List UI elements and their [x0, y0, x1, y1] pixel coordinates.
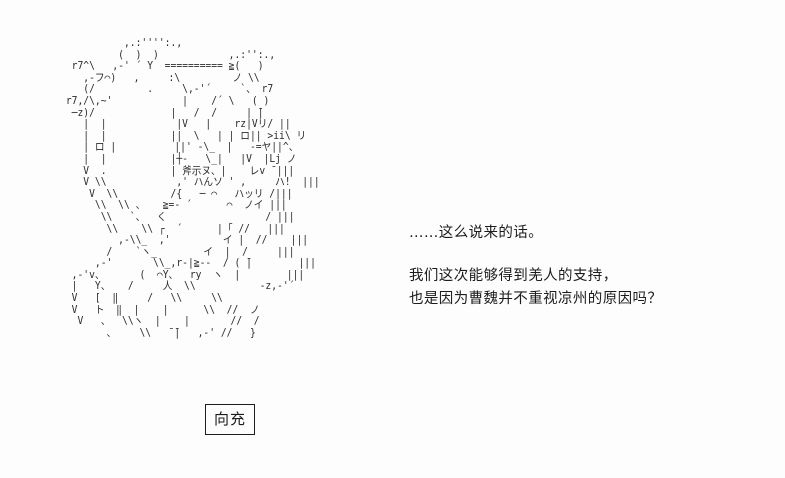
dialogue-line-2: 我们这次能够得到羌人的支持，: [409, 267, 618, 284]
ascii-art-stage: ,.:'''':., ( ) ) ,.:'':., r7^\ ,-' ´ Y =…: [65, 37, 320, 339]
dialogue-line-1: ……这么说来的话。: [409, 225, 544, 241]
character-name-label: 向充: [213, 410, 246, 428]
character-name-plate: 向充: [205, 404, 255, 435]
dialogue-paragraph-gap: [409, 246, 769, 265]
dialogue-line-3: 也是因为曹魏并不重视凉州的原因吗？: [409, 291, 663, 307]
ascii-art-character: ,.:'''':., ( ) ) ,.:'':., r7^\ ,-' ´ Y =…: [65, 37, 320, 339]
dialogue-text-block: ……这么说来的话。 我们这次能够得到羌人的支持， 也是因为曹魏并不重视凉州的原因…: [409, 222, 769, 312]
